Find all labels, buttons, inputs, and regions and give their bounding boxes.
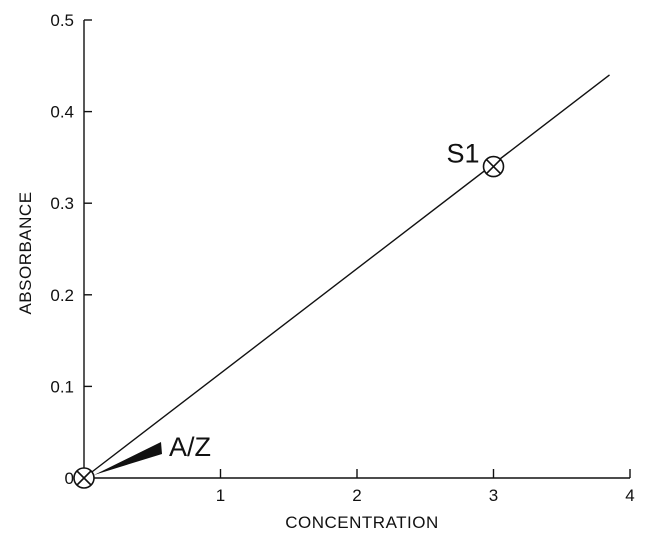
annotation-leader [94, 442, 162, 475]
y-tick-label: 0.1 [50, 377, 74, 396]
calibration-line [83, 74, 610, 479]
x-tick-label: 1 [216, 486, 225, 505]
x-tick-label: 4 [625, 486, 634, 505]
x-axis-title: CONCENTRATION [285, 513, 439, 532]
labels: A/Z S1 [94, 139, 480, 475]
axes [83, 20, 630, 479]
series-layer [83, 74, 610, 479]
x-tick-label: 2 [352, 486, 361, 505]
point-marker [482, 155, 505, 178]
x-tick-label: 3 [489, 486, 498, 505]
y-tick-label: 0 [65, 469, 74, 488]
point-marker [73, 467, 95, 489]
y-axis-title: ABSORBANCE [16, 191, 35, 314]
y-tick-label: 0.3 [50, 194, 74, 213]
ticks: 0 0.1 0.2 0.3 0.4 0.5 1 2 3 4 [50, 11, 634, 505]
y-tick-label: 0.2 [50, 286, 74, 305]
point-label: A/Z [169, 432, 211, 462]
markers [73, 155, 505, 489]
y-tick-label: 0.5 [50, 11, 74, 30]
point-label: S1 [446, 139, 479, 169]
y-tick-label: 0.4 [50, 103, 74, 122]
